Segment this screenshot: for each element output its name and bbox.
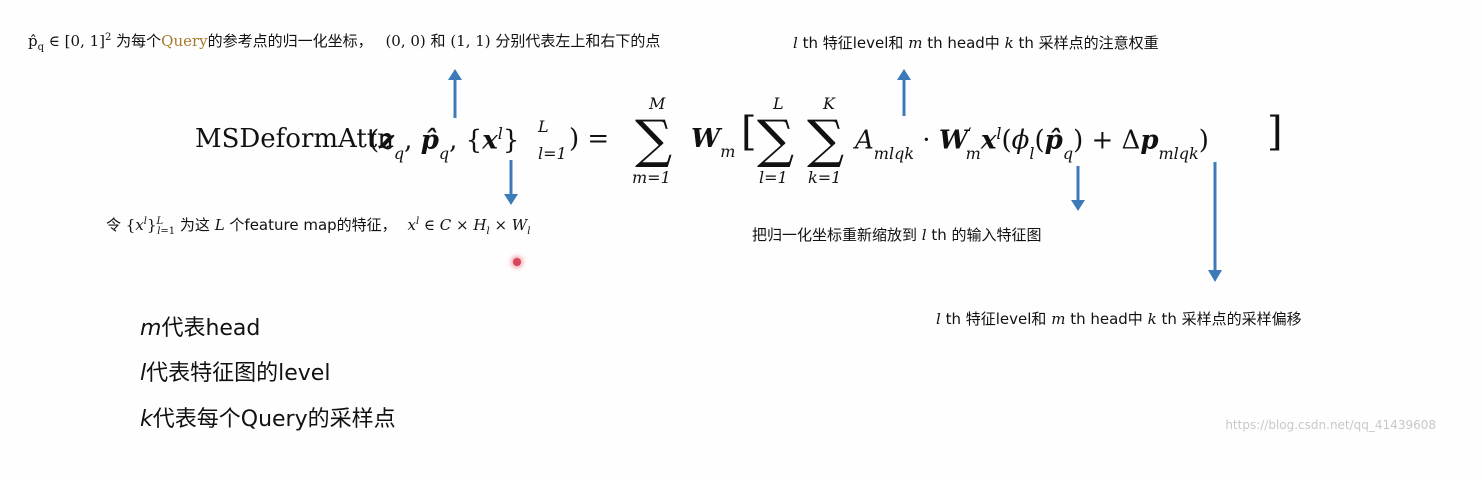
annotation-text: th 的输入特征图: [926, 226, 1042, 244]
coord-top-left: (0, 0): [385, 32, 426, 50]
watermark: https://blog.csdn.net/qq_41439608: [1225, 418, 1436, 432]
annotation-text: th 采样点的采样偏移: [1156, 310, 1302, 328]
p-hat-q-symbol: p̂q: [28, 32, 45, 53]
attention-term: Amlqk · W′mxl(ϕl(p̂q) + Δpmlqk): [855, 124, 1209, 163]
attention-weight-annotation: l th 特征level和 m th head中 k th 采样点的注意权重: [793, 32, 1159, 53]
var-m: m: [1051, 310, 1066, 328]
coord-bottom-right: (1, 1): [450, 32, 491, 50]
legend-text: 代表每个Query的采样点: [152, 407, 396, 432]
feature-shape-expression: xl ∈ C × Hl × Wl: [407, 216, 531, 237]
annotation-text: 个feature map的特征，: [224, 216, 397, 234]
legend-var: l: [140, 361, 147, 386]
legend-text: 代表特征图的level: [146, 361, 331, 386]
var-l: l: [921, 226, 927, 244]
annotation-text: th head中: [922, 34, 1005, 52]
msdeformattn-formula: MSDeformAttn (zq, p̂q, {xl} L l=1 ) = M …: [195, 88, 1295, 198]
legend-line-k: k代表每个Query的采样点: [140, 401, 396, 433]
range-expression: ∈ [0, 1]2: [48, 32, 112, 50]
var-m: m: [908, 34, 923, 52]
var-L: L: [214, 216, 225, 234]
var-k: k: [1004, 34, 1014, 52]
function-name: MSDeformAttn: [195, 124, 394, 154]
sum-k-symbol: ∑: [807, 110, 845, 170]
sum-m-lower: m=1: [632, 168, 671, 187]
feature-maps-annotation: 令 {xl}Ll=1 为这 L 个feature map的特征， xl ∈ C …: [106, 214, 530, 237]
sum-l-upper: L: [773, 94, 784, 113]
laser-pointer-dot: [513, 258, 521, 266]
right-bracket: ]: [1267, 109, 1283, 155]
arrow-down-feature-maps: [504, 160, 518, 205]
annotation-text: 的参考点的归一化坐标，: [207, 32, 373, 50]
sampling-offset-annotation: l th 特征level和 m th head中 k th 采样点的采样偏移: [936, 308, 1302, 329]
legend-line-m: m代表head: [140, 310, 260, 342]
sum-k-lower: k=1: [808, 168, 842, 187]
annotation-text: th 特征level和: [797, 34, 909, 52]
sum-m-upper: M: [649, 94, 666, 113]
feature-set-symbol: {xl}Ll=1: [125, 216, 176, 237]
annotation-text: 分别代表左上和右下的点: [490, 32, 661, 50]
annotation-text: 为这: [175, 216, 215, 234]
annotation-text: th head中: [1065, 310, 1148, 328]
arrow-up-reference-point: [448, 69, 462, 118]
annotation-text: th 特征level和: [940, 310, 1052, 328]
sum-l-symbol: ∑: [757, 110, 795, 170]
equals-sign: ) =: [569, 124, 610, 154]
annotation-text: 令: [106, 216, 126, 234]
set-superscript-L: L: [538, 117, 549, 136]
sum-m-symbol: ∑: [635, 110, 673, 170]
rescale-annotation: 把归一化坐标重新缩放到 l th 的输入特征图: [752, 224, 1042, 245]
reference-point-annotation: p̂q ∈ [0, 1]2 为每个Query的参考点的归一化坐标， (0, 0)…: [28, 30, 660, 53]
formula-args: (zq, p̂q, {xl}: [369, 124, 520, 163]
legend-text: 代表head: [161, 316, 261, 341]
var-l: l: [936, 310, 941, 328]
arrow-down-rescale: [1071, 166, 1085, 211]
var-l: l: [793, 34, 798, 52]
annotation-text: th 采样点的注意权重: [1013, 34, 1159, 52]
arrow-up-attention-weight: [897, 69, 911, 116]
legend-var: k: [140, 407, 153, 432]
set-subscript: l=1: [538, 144, 567, 163]
annotation-text: 把归一化坐标重新缩放到: [752, 226, 922, 244]
query-word: Query: [161, 32, 208, 50]
arrow-down-sampling-offset: [1208, 162, 1222, 282]
left-bracket: [: [741, 109, 757, 155]
annotation-text: 为每个: [111, 32, 162, 50]
w-m-term: Wm: [691, 124, 736, 162]
legend-line-l: l代表特征图的level: [140, 355, 330, 387]
annotation-text: 和: [425, 32, 451, 50]
var-k: k: [1147, 310, 1157, 328]
sum-l-lower: l=1: [759, 168, 788, 187]
sum-k-upper: K: [823, 94, 835, 113]
legend-var: m: [140, 316, 162, 341]
